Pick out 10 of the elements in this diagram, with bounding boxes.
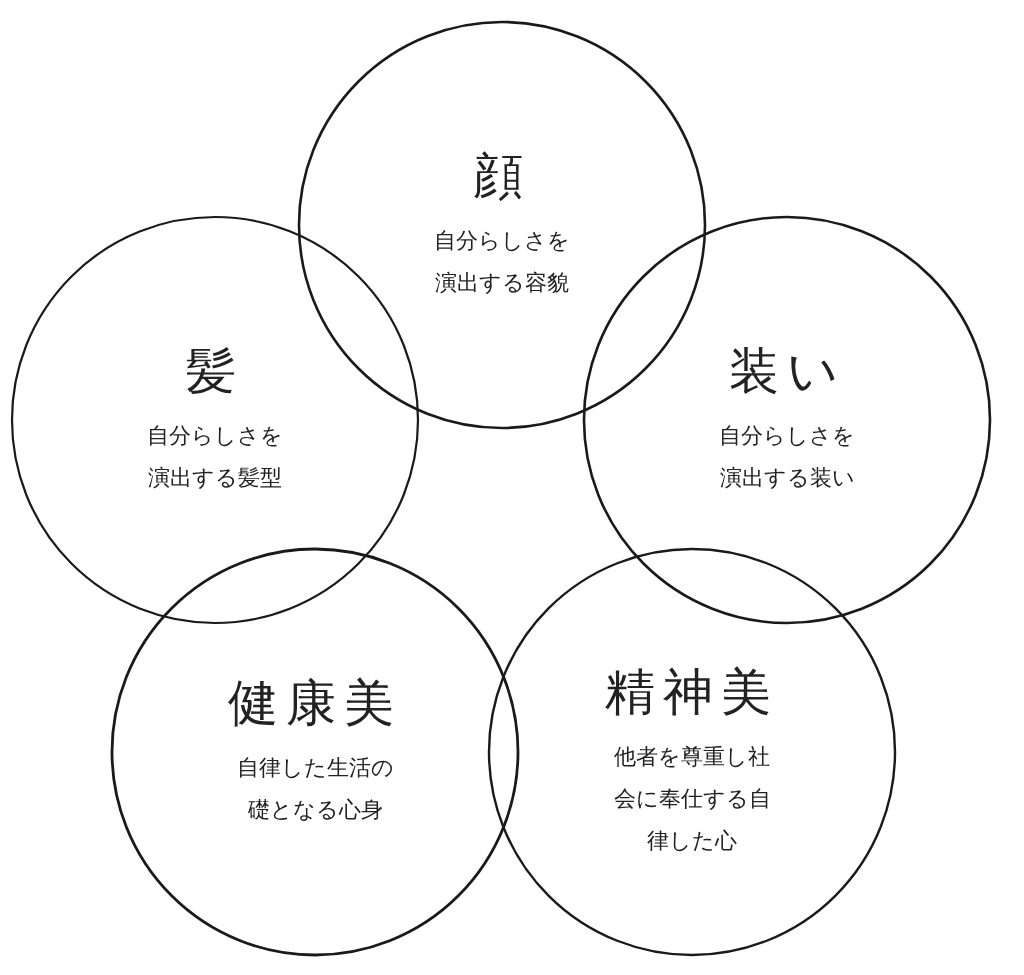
- heading-text: 装い: [728, 341, 846, 401]
- heading-text: 髪: [186, 341, 244, 401]
- description-text: 自律した生活の礎となる心身: [235, 754, 395, 824]
- heading-text: 精神美: [605, 662, 779, 722]
- heading-text: 健康美: [228, 673, 402, 733]
- description-text: 自分らしさを演出する容貌: [433, 227, 571, 297]
- description-text: 自分らしさを演出する髪型: [146, 422, 284, 492]
- heading-text: 顔: [473, 146, 531, 206]
- description-text: 自分らしさを演出する装い: [718, 422, 856, 492]
- description-text: 他者を尊重し社会に奉仕する自律した心: [612, 743, 772, 855]
